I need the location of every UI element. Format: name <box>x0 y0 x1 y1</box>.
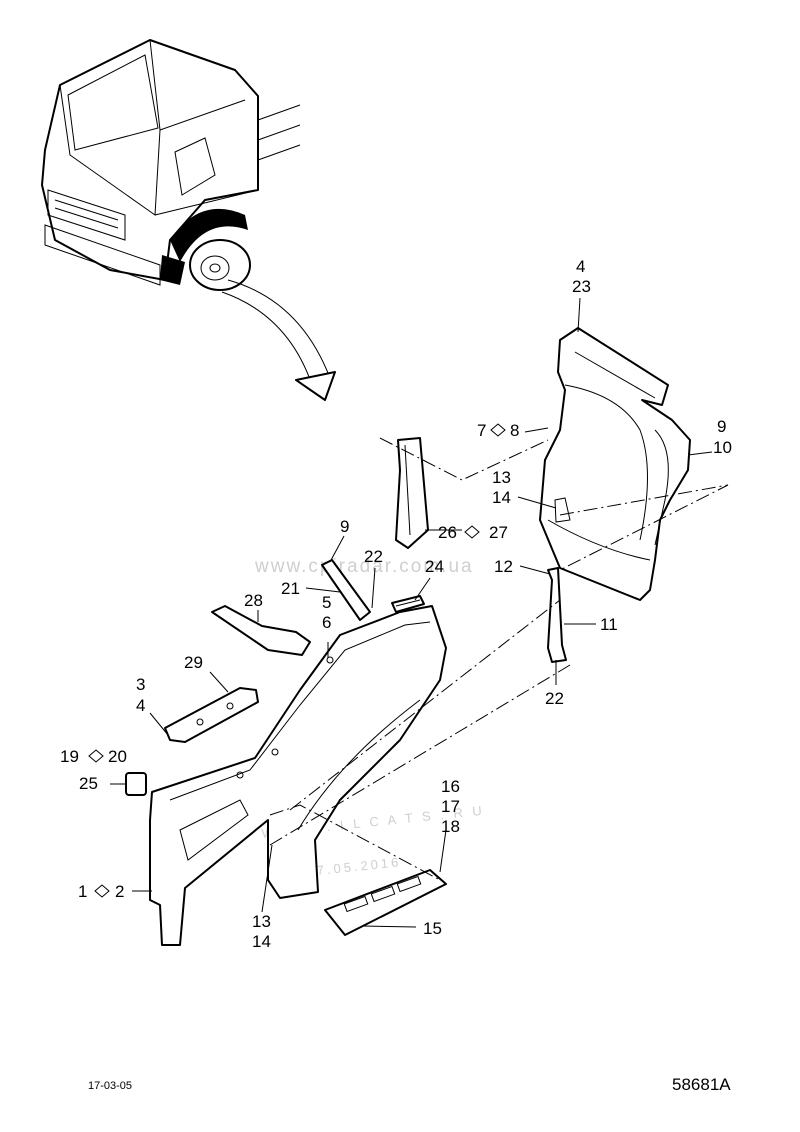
label-14-low: 14 <box>252 932 271 951</box>
step-bracket-29 <box>164 687 259 743</box>
label-10: 10 <box>713 438 732 457</box>
diamond-icon <box>88 749 104 763</box>
label-8: 8 <box>510 421 519 440</box>
label-22-low: 22 <box>545 689 564 708</box>
assembly-lines <box>269 437 729 881</box>
label-15: 15 <box>423 919 442 938</box>
label-11: 11 <box>600 615 618 634</box>
diamond-icons <box>88 423 506 898</box>
label-3: 3 <box>136 675 145 694</box>
label-9-bracket: 9 <box>340 517 349 536</box>
panel-28 <box>211 605 311 656</box>
label-27: 27 <box>489 523 508 542</box>
label-9: 9 <box>717 417 726 436</box>
label-4: 4 <box>576 257 585 276</box>
truck-illustration <box>41 39 336 401</box>
rear-mudguard <box>539 327 691 601</box>
label-16: 16 <box>441 777 460 796</box>
strut <box>547 567 567 663</box>
drawing-date: 17-03-05 <box>88 1080 132 1092</box>
label-26: 26 <box>438 523 457 542</box>
label-7: 7 <box>477 421 486 440</box>
cap-25 <box>125 772 147 796</box>
label-21: 21 <box>281 579 300 598</box>
drawing-code: 58681A <box>672 1075 731 1094</box>
label-20: 20 <box>108 747 127 766</box>
label-28: 28 <box>244 591 263 610</box>
clip <box>391 595 425 613</box>
diamond-icon <box>94 884 110 898</box>
front-wing-panel <box>149 605 447 946</box>
part-labels: 4 23 7 8 9 10 13 14 26 27 9 22 21 24 12 … <box>60 257 732 951</box>
vertical-bracket <box>395 437 429 549</box>
leader-lines <box>110 297 713 928</box>
diamond-icon <box>490 423 506 437</box>
label-22-top: 22 <box>364 547 383 566</box>
label-2: 2 <box>115 882 124 901</box>
label-29: 29 <box>184 653 203 672</box>
label-4-low: 4 <box>136 696 145 715</box>
label-18: 18 <box>441 817 460 836</box>
label-13: 13 <box>492 468 511 487</box>
label-24: 24 <box>425 557 444 576</box>
step-plate <box>324 869 447 936</box>
label-13-low: 13 <box>252 912 271 931</box>
label-23: 23 <box>572 277 591 296</box>
label-12: 12 <box>494 557 513 576</box>
label-1: 1 <box>78 882 87 901</box>
label-14: 14 <box>492 488 511 507</box>
label-6: 6 <box>322 613 331 632</box>
label-5: 5 <box>322 593 331 612</box>
label-17: 17 <box>441 797 460 816</box>
label-25: 25 <box>79 774 98 793</box>
label-19: 19 <box>60 747 79 766</box>
small-bracket <box>321 559 371 621</box>
diamond-icon <box>464 525 480 539</box>
watermark-site: www.cpiradar.com.ua <box>254 556 474 577</box>
